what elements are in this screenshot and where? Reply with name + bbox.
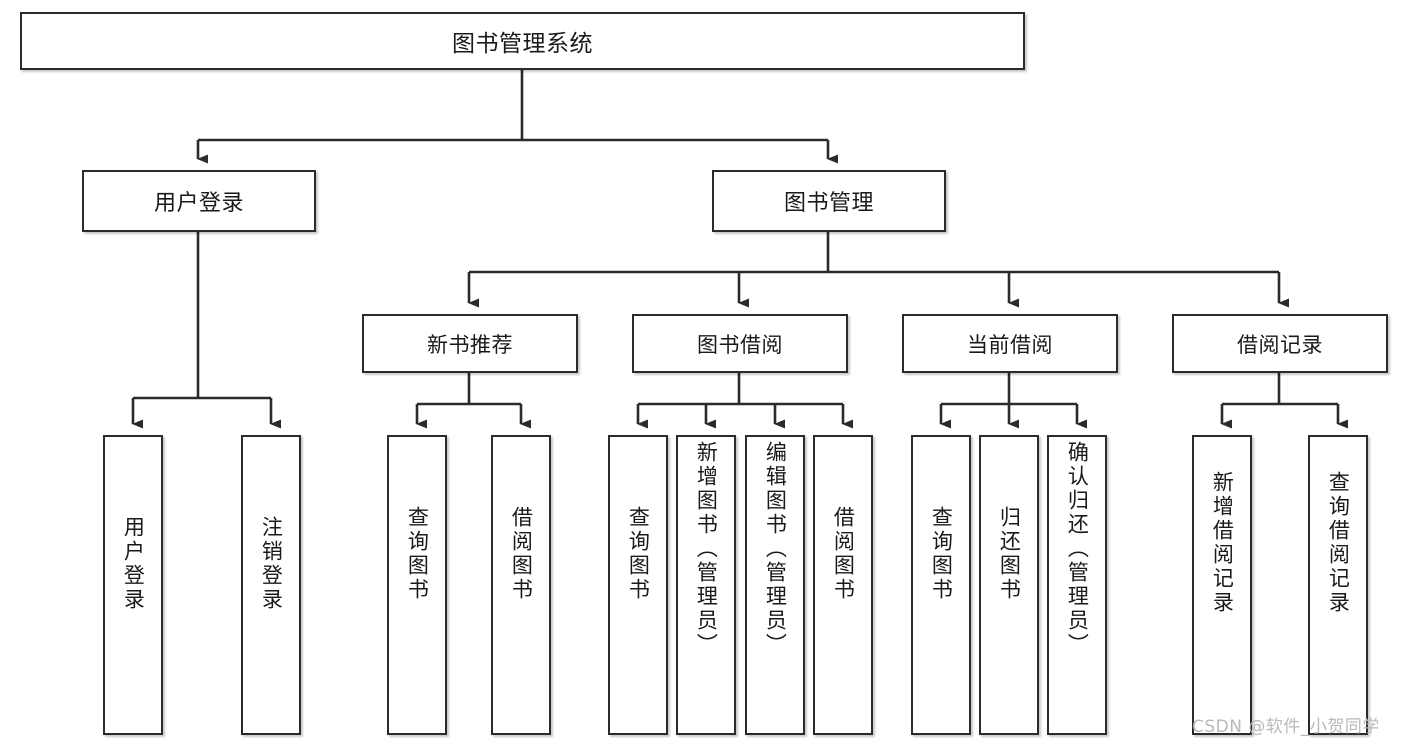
leaf-book-borrow-query-book[interactable]: 查询图书 xyxy=(608,435,668,735)
node-label: 新增借阅记录 xyxy=(1210,471,1235,615)
node-new-book-recommend[interactable]: 新书推荐 xyxy=(362,314,578,373)
leaf-current-borrow-query-book[interactable]: 查询图书 xyxy=(911,435,971,735)
leaf-new-book-borrow-book[interactable]: 借阅图书 xyxy=(491,435,551,735)
node-label: 确认归还（管理员） xyxy=(1065,441,1090,657)
node-label: 新书推荐 xyxy=(427,332,513,357)
node-label: 借阅图书 xyxy=(509,506,534,602)
node-current-borrow[interactable]: 当前借阅 xyxy=(902,314,1118,373)
node-label: 查询图书 xyxy=(929,506,954,602)
node-label: 用户登录 xyxy=(121,516,146,612)
node-label: 新增图书（管理员） xyxy=(694,441,719,657)
leaf-new-book-query-book[interactable]: 查询图书 xyxy=(387,435,447,735)
node-book-management[interactable]: 图书管理 xyxy=(712,170,946,232)
leaf-current-borrow-confirm-return-admin[interactable]: 确认归还（管理员） xyxy=(1047,435,1107,735)
node-root-book-management-system[interactable]: 图书管理系统 xyxy=(20,12,1025,70)
node-label: 注销登录 xyxy=(259,516,284,612)
leaf-book-borrow-borrow-book[interactable]: 借阅图书 xyxy=(813,435,873,735)
leaf-user-login-logout[interactable]: 注销登录 xyxy=(241,435,301,735)
node-label: 查询图书 xyxy=(405,506,430,602)
node-label: 用户登录 xyxy=(153,191,244,216)
leaf-book-borrow-edit-book-admin[interactable]: 编辑图书（管理员） xyxy=(745,435,805,735)
node-label: 图书管理 xyxy=(783,191,874,216)
node-label: 编辑图书（管理员） xyxy=(763,441,788,657)
node-label: 借阅记录 xyxy=(1237,332,1323,357)
node-borrow-record[interactable]: 借阅记录 xyxy=(1172,314,1388,373)
node-label: 图书管理系统 xyxy=(452,31,593,57)
leaf-current-borrow-return-book[interactable]: 归还图书 xyxy=(979,435,1039,735)
leaf-book-borrow-add-book-admin[interactable]: 新增图书（管理员） xyxy=(676,435,736,735)
node-label: 当前借阅 xyxy=(967,332,1053,357)
node-label: 查询借阅记录 xyxy=(1326,471,1351,615)
node-label: 借阅图书 xyxy=(831,506,856,602)
node-label: 归还图书 xyxy=(997,506,1022,602)
node-label: 图书借阅 xyxy=(697,332,783,357)
leaf-borrow-record-query-record[interactable]: 查询借阅记录 xyxy=(1308,435,1368,735)
leaf-borrow-record-add-record[interactable]: 新增借阅记录 xyxy=(1192,435,1252,735)
node-book-borrow[interactable]: 图书借阅 xyxy=(632,314,848,373)
node-user-login[interactable]: 用户登录 xyxy=(82,170,316,232)
leaf-user-login-login[interactable]: 用户登录 xyxy=(103,435,163,735)
node-label: 查询图书 xyxy=(626,506,651,602)
